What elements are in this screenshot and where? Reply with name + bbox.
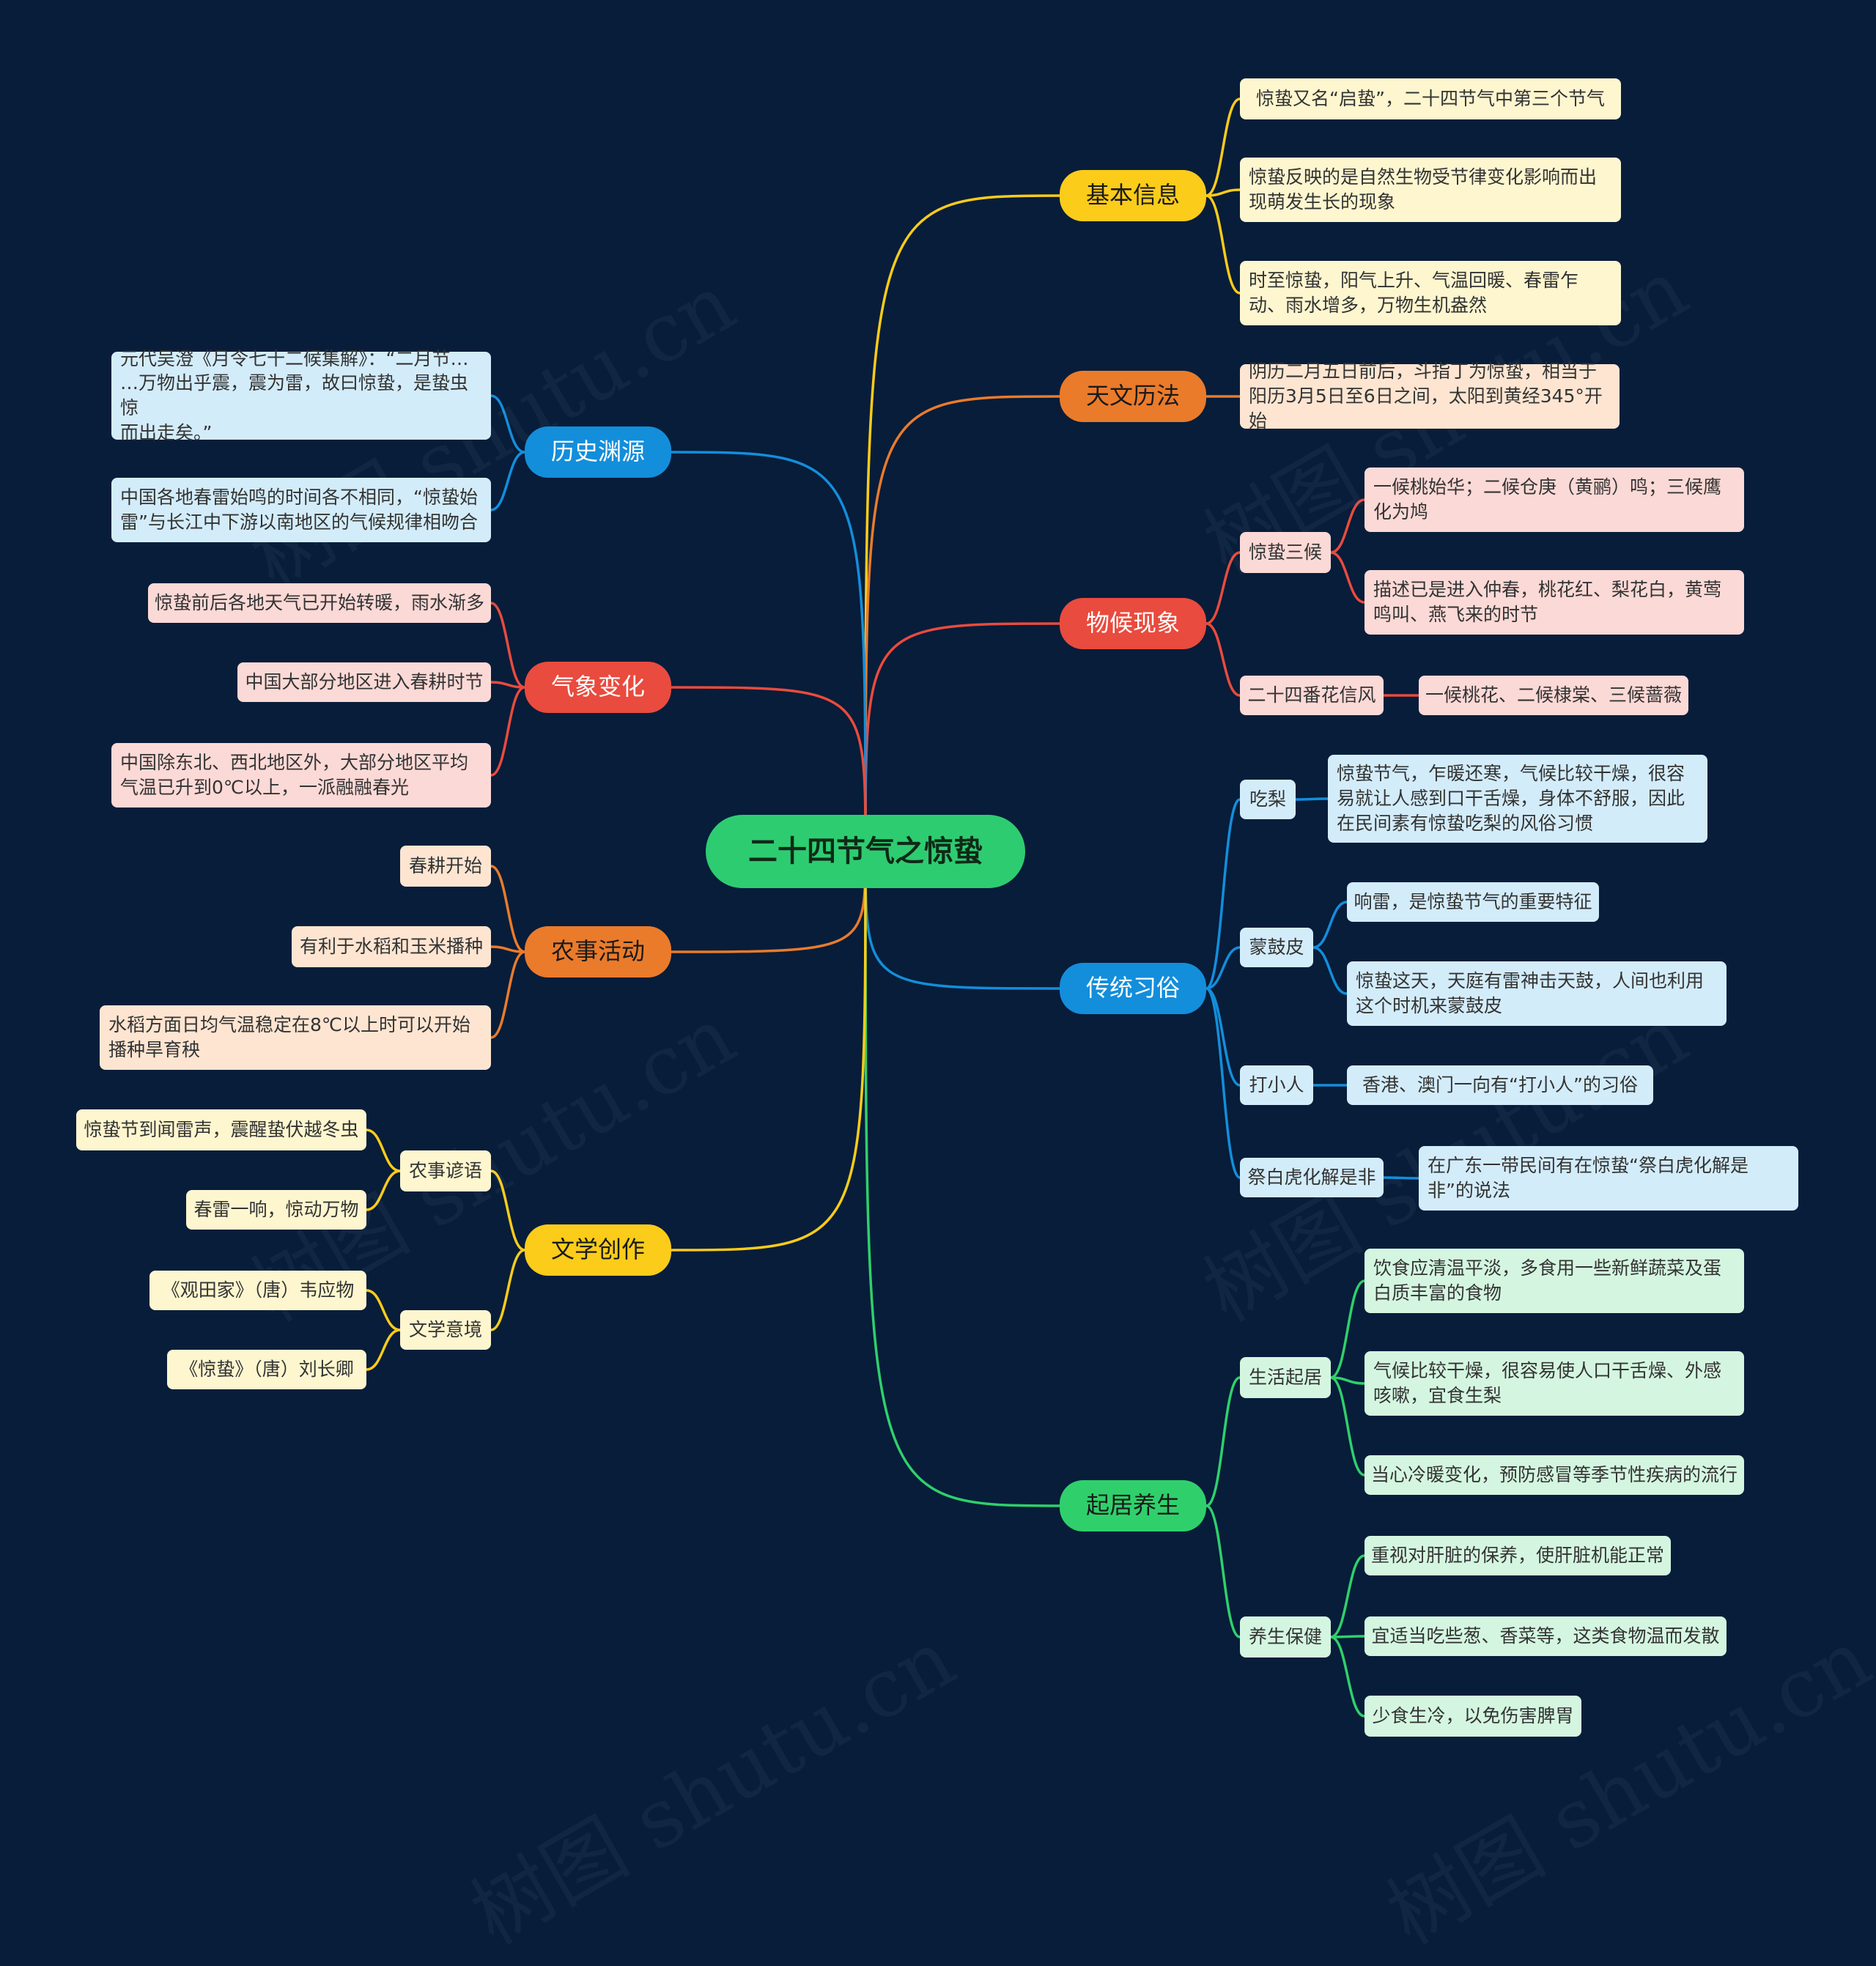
connector: [1205, 946, 1241, 990]
leaf-poem-2: 《惊蛰》（唐）刘长卿: [167, 1350, 366, 1389]
leaf-basic-1: 惊蛰又名“启蛰”，二十四节气中第三个节气: [1240, 78, 1621, 119]
connector: [1329, 1376, 1366, 1477]
sub-white-tiger[interactable]: 祭白虎化解是非: [1240, 1158, 1384, 1197]
connector: [365, 1169, 402, 1211]
root-connector: [864, 395, 1061, 853]
connector: [1205, 551, 1241, 625]
leaf-basic-2: 惊蛰反映的是自然生物受节律变化影响而出现萌发生长的现象: [1240, 158, 1621, 222]
leaf-farming-2: 有利于水稻和玉米播种: [292, 926, 491, 967]
branch-history[interactable]: 历史渊源: [525, 426, 671, 478]
connector: [490, 950, 526, 1039]
leaf-health-care-1: 重视对肝脏的保养，使肝脏机能正常: [1364, 1536, 1671, 1575]
sub-three-pentads[interactable]: 惊蛰三候: [1240, 532, 1331, 573]
leaf-drum-skin-2: 惊蛰这天，天庭有雷神击天鼓，人间也利用这个时机来蒙鼓皮: [1347, 961, 1727, 1026]
connector: [490, 865, 526, 953]
connector: [1329, 1279, 1366, 1379]
connector: [1205, 1376, 1241, 1507]
leaf-history-2: 中国各地春雷始鸣的时间各不相同，“惊蛰始雷”与长江中下游以南地区的气候规律相吻合: [111, 478, 491, 542]
connector: [1329, 1554, 1366, 1638]
connector: [1205, 97, 1241, 197]
sub-daily-life[interactable]: 生活起居: [1240, 1357, 1331, 1398]
connector: [490, 1169, 526, 1252]
leaf-history-1: 元代吴澄《月令七十二候集解》：“二月节… …万物出乎震，震为雷，故曰惊蛰，是蛰虫…: [111, 348, 491, 443]
root-connector: [864, 850, 1061, 1507]
connector: [1312, 946, 1348, 995]
sub-literary-mood[interactable]: 文学意境: [400, 1310, 491, 1350]
connector: [365, 1289, 402, 1331]
connector: [490, 1249, 526, 1331]
connector: [1205, 622, 1241, 697]
connector: [490, 686, 526, 777]
connector: [1329, 1636, 1366, 1718]
connector: [490, 945, 526, 953]
branch-astronomy-calendar[interactable]: 天文历法: [1060, 371, 1206, 422]
connector: [490, 394, 526, 454]
sub-drum-skin[interactable]: 蒙鼓皮: [1240, 928, 1313, 967]
connector: [1205, 1504, 1241, 1638]
sub-health-care[interactable]: 养生保健: [1240, 1616, 1331, 1658]
connector-lines: [365, 97, 1420, 1718]
leaf-daily-life-2: 气候比较干燥，很容易使人口干舌燥、外感咳嗽，宜食生梨: [1364, 1351, 1744, 1416]
connector: [1205, 188, 1241, 197]
sub-flower-winds[interactable]: 二十四番花信风: [1240, 676, 1384, 715]
leaf-health-care-3: 少食生冷，以免伤害脾胃: [1364, 1696, 1581, 1737]
connector: [1329, 498, 1366, 554]
branch-literature[interactable]: 文学创作: [525, 1224, 671, 1276]
connector: [1312, 901, 1348, 949]
root-connector: [670, 686, 867, 853]
leaf-poem-1: 《观田家》（唐）韦应物: [149, 1271, 366, 1310]
sub-beat-villain[interactable]: 打小人: [1240, 1065, 1313, 1105]
connector: [365, 1328, 402, 1371]
connector: [1329, 551, 1366, 604]
leaf-daily-life-3: 当心冷暖变化，预防感冒等季节性疾病的流行: [1364, 1455, 1744, 1495]
leaf-basic-3: 时至惊蛰，阳气上升、气温回暖、春雷乍动、雨水增多，万物生机盎然: [1240, 261, 1621, 325]
connector: [1205, 987, 1241, 1179]
leaf-white-tiger-1: 在广东一带民间有在惊蛰“祭白虎化解是非”的说法: [1419, 1146, 1798, 1211]
branch-farming[interactable]: 农事活动: [525, 926, 671, 978]
leaf-eat-pear-1: 惊蛰节气，乍暖还寒，气候比较干燥，很容易就让人感到口干舌燥，身体不舒服，因此在民…: [1328, 755, 1707, 843]
leaf-drum-skin-1: 响雷，是惊蛰节气的重要特征: [1347, 882, 1599, 922]
leaf-pentads-2: 描述已是进入仲春，桃花红、梨花白，黄莺鸣叫、燕飞来的时节: [1364, 570, 1744, 635]
leaf-health-care-2: 宜适当吃些葱、香菜等，这类食物温而发散: [1364, 1616, 1727, 1656]
leaf-proverb-2: 春雷一响，惊动万物: [186, 1190, 366, 1230]
leaf-farming-1: 春耕开始: [400, 846, 491, 887]
leaf-weather-3: 中国除东北、西北地区外，大部分地区平均气温已升到0℃以上，一派融融春光: [111, 743, 491, 808]
sub-eat-pear[interactable]: 吃梨: [1240, 780, 1296, 819]
connector: [1205, 194, 1241, 295]
sub-farming-proverbs[interactable]: 农事谚语: [400, 1150, 491, 1191]
root-connector: [670, 850, 867, 1252]
branch-weather[interactable]: 气象变化: [525, 662, 671, 713]
leaf-proverb-1: 惊蛰节到闻雷声，震醒蛰伏越冬虫: [76, 1109, 366, 1150]
connector: [490, 451, 526, 511]
root-connector: [864, 194, 1061, 853]
leaf-flower-winds-1: 一候桃花、二候棣棠、三候蔷薇: [1419, 676, 1688, 715]
branch-daily-health[interactable]: 起居养生: [1060, 1480, 1206, 1531]
leaf-farming-3: 水稻方面日均气温稳定在8℃以上时可以开始播种旱育秧: [100, 1005, 491, 1070]
root-connector: [670, 451, 867, 853]
connector: [1329, 1635, 1366, 1638]
connector: [490, 602, 526, 689]
branch-phenology[interactable]: 物候现象: [1060, 598, 1206, 649]
connector: [365, 1128, 402, 1172]
connector: [1205, 798, 1241, 990]
connector: [1205, 987, 1241, 1087]
connector: [490, 681, 526, 689]
branch-basic-info[interactable]: 基本信息: [1060, 170, 1206, 221]
leaf-weather-1: 惊蛰前后各地天气已开始转暖，雨水渐多: [148, 583, 491, 623]
root-topic[interactable]: 二十四节气之惊蛰: [706, 815, 1025, 888]
leaf-daily-life-1: 饮食应清温平淡，多食用一些新鲜蔬菜及蛋白质丰富的食物: [1364, 1249, 1744, 1313]
leaf-weather-2: 中国大部分地区进入春耕时节: [237, 662, 491, 702]
branch-traditional-customs[interactable]: 传统习俗: [1060, 963, 1206, 1014]
leaf-pentads-1: 一候桃始华；二候仓庚（黄鹂）鸣；三候鹰化为鸠: [1364, 468, 1744, 532]
leaf-beat-villain-1: 香港、澳门一向有“打小人”的习俗: [1347, 1065, 1653, 1105]
leaf-astronomy-1: 阴历二月五日前后，斗指丁为惊蛰，相当于阳历3月5日至6日之间，太阳到黄经345°…: [1240, 361, 1620, 432]
